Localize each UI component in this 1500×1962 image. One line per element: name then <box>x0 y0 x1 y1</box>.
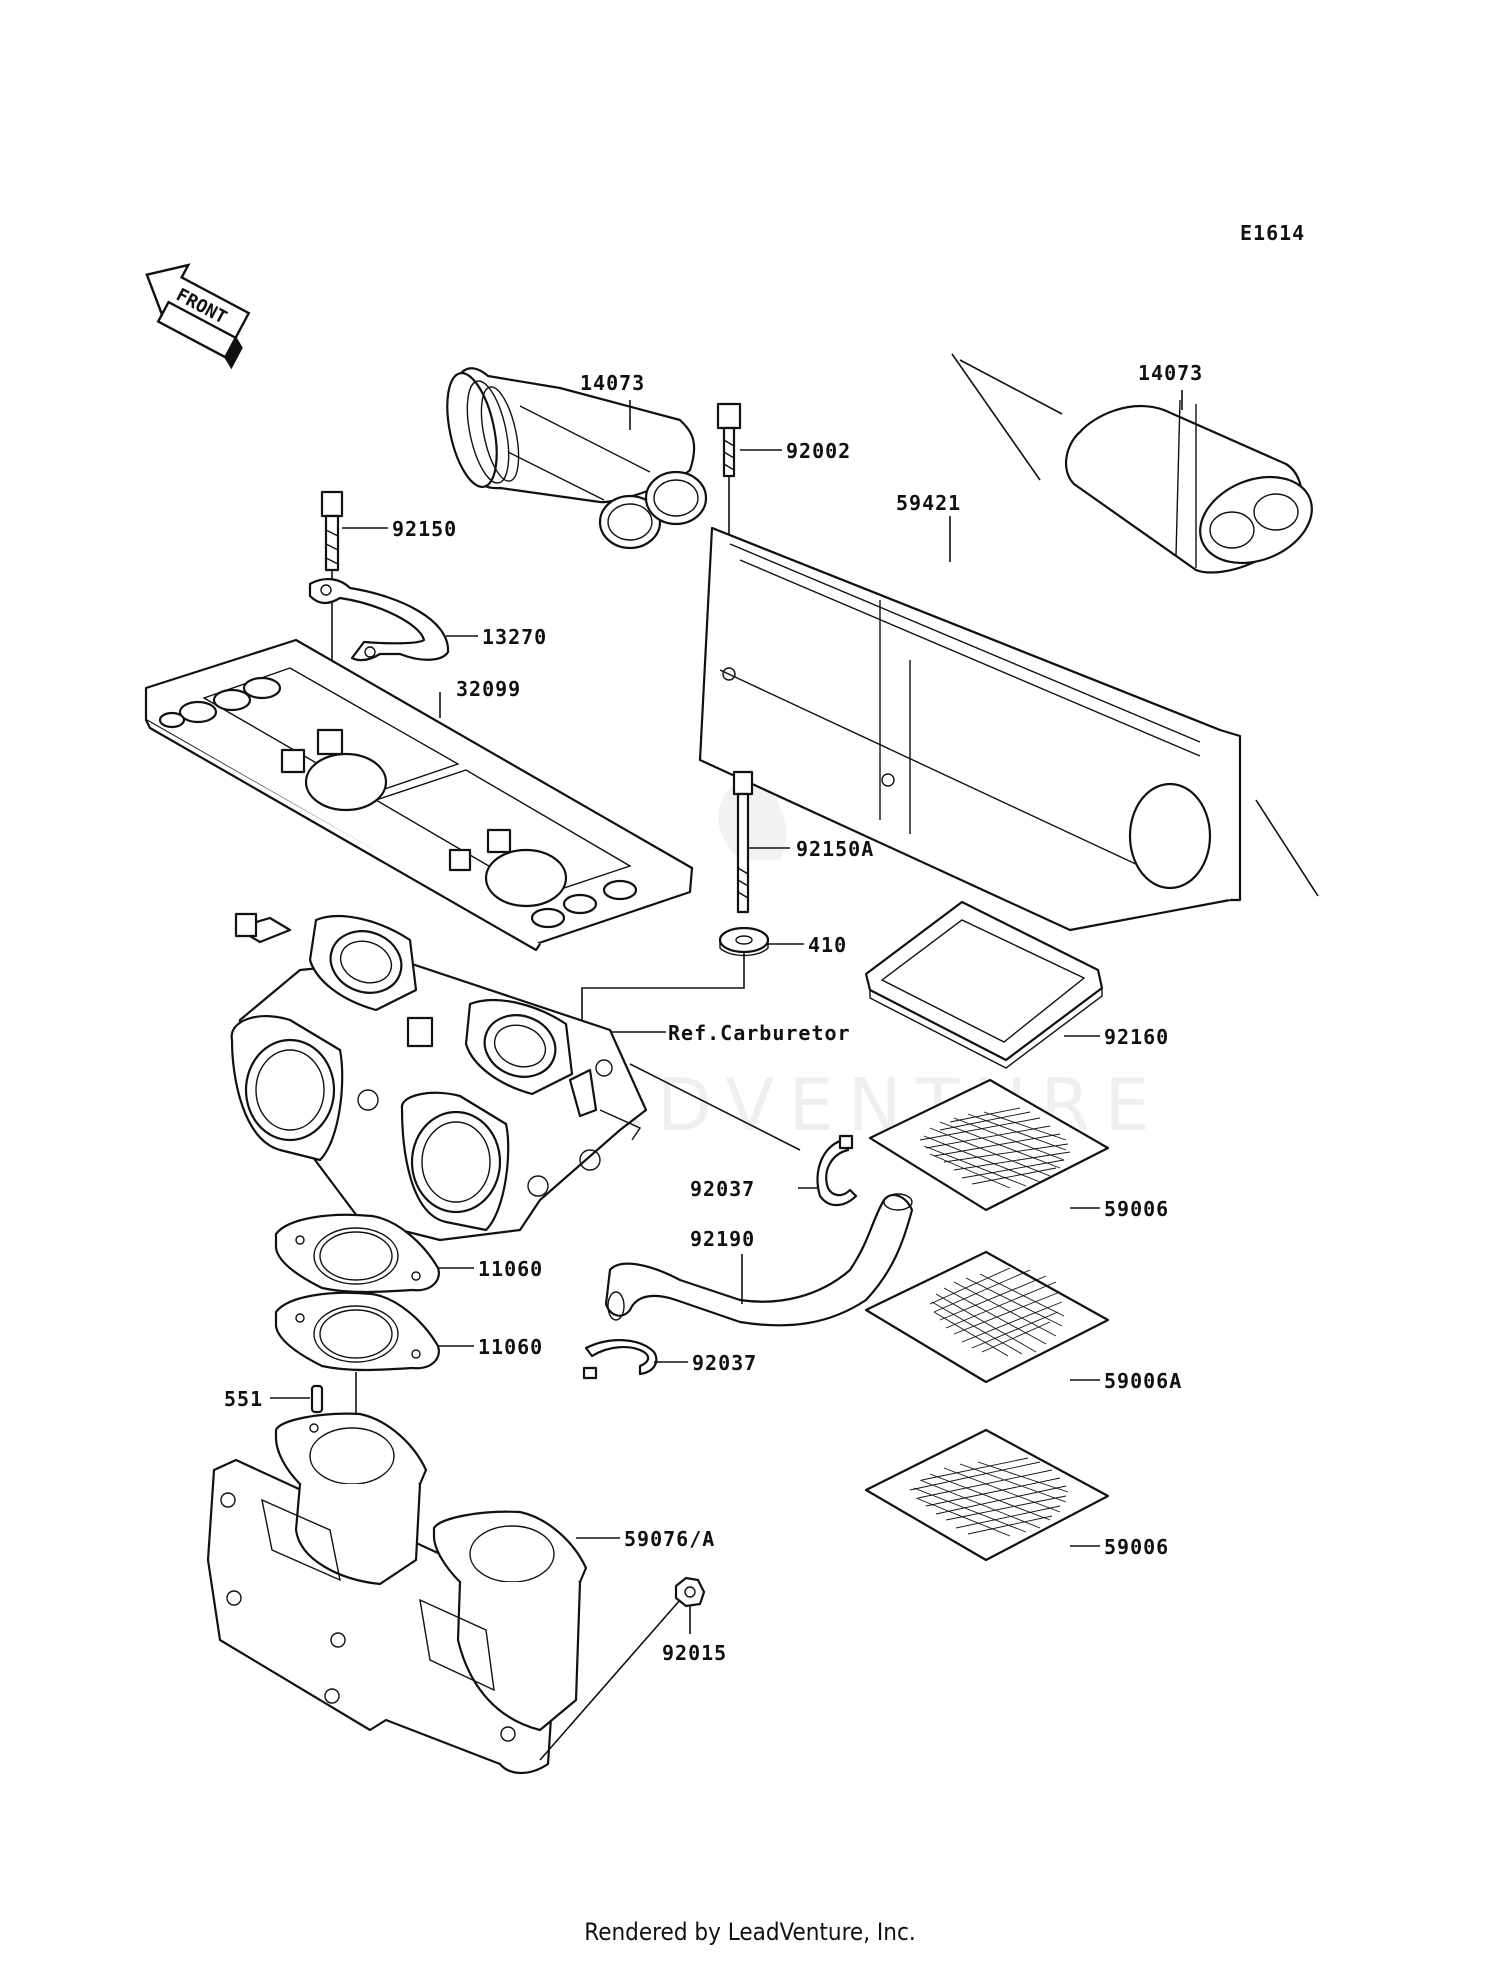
part-92037-clamp-b <box>582 1339 658 1380</box>
part-carburetor <box>230 912 648 1242</box>
callout-59006a: 59006A <box>1104 1369 1182 1393</box>
callout-92002: 92002 <box>786 439 851 463</box>
callout-11060-a: 11060 <box>478 1257 543 1281</box>
part-551-pin <box>310 1384 324 1414</box>
part-59006-screen-b <box>864 1428 1110 1562</box>
callout-59006-a: 59006 <box>1104 1197 1169 1221</box>
callout-92150: 92150 <box>392 517 457 541</box>
part-92150a-bolt <box>732 770 754 914</box>
callout-92037-b: 92037 <box>692 1351 757 1375</box>
part-59006-screen-a <box>868 1078 1110 1212</box>
callout-92150a: 92150A <box>796 837 874 861</box>
callout-14073-left: 14073 <box>580 371 645 395</box>
callout-92015: 92015 <box>662 1641 727 1665</box>
callout-59421: 59421 <box>896 491 961 515</box>
callout-551: 551 <box>224 1387 263 1411</box>
callout-92160: 92160 <box>1104 1025 1169 1049</box>
callout-59076: 59076/A <box>624 1527 715 1551</box>
part-92160-gasket <box>864 900 1104 1069</box>
part-92015-nut <box>674 1576 706 1608</box>
callout-32099: 32099 <box>456 677 521 701</box>
diagram-code: E1614 <box>1240 221 1305 245</box>
callout-92037-a: 92037 <box>690 1177 755 1201</box>
part-59421-air-box <box>698 526 1242 932</box>
callout-ref-carburetor: Ref.Carburetor <box>668 1021 851 1045</box>
part-92002-bolt <box>716 402 742 478</box>
part-59076-manifold <box>206 1412 588 1775</box>
callout-13270: 13270 <box>482 625 547 649</box>
part-32099-base <box>144 638 694 952</box>
part-410-washer <box>718 926 770 957</box>
front-arrow-icon: FRONT <box>145 263 251 370</box>
part-92037-clamp-a <box>816 1134 858 1207</box>
callout-92190: 92190 <box>690 1227 755 1251</box>
part-14073-left <box>446 367 708 550</box>
callout-410: 410 <box>808 933 847 957</box>
part-92150-bolt <box>320 490 344 572</box>
part-11060-gasket-a <box>274 1213 440 1294</box>
callout-14073-right: 14073 <box>1138 361 1203 385</box>
part-92190-hose <box>604 1193 914 1327</box>
part-11060-gasket-b <box>274 1291 440 1372</box>
part-14073-right <box>1065 399 1313 574</box>
callout-59006-b: 59006 <box>1104 1535 1169 1559</box>
part-13270-plate <box>308 578 450 662</box>
callout-11060-b: 11060 <box>478 1335 543 1359</box>
credit-text: Rendered by LeadVenture, Inc. <box>584 1918 916 1946</box>
part-59006a-screen <box>864 1250 1110 1384</box>
